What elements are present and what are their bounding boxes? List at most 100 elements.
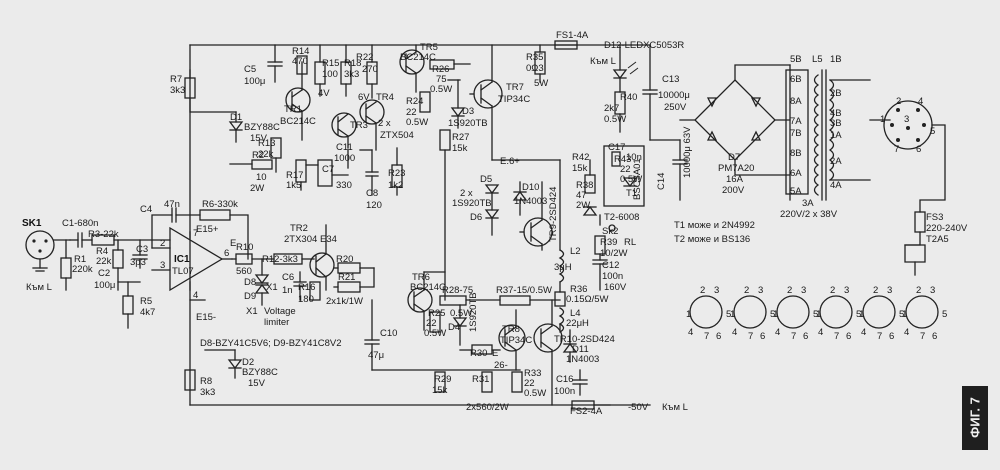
r13-r2-r17-c7 — [229, 137, 349, 191]
label-e15-minus: E15- — [196, 312, 216, 323]
r37-tr8-stage — [498, 295, 561, 371]
label-d2-voltage: 15V — [248, 378, 266, 389]
din-pin-label: 7 — [920, 331, 925, 342]
din-pin-label: 1 — [686, 309, 691, 320]
label-r33: R33 — [524, 368, 541, 379]
label-e26: E — [492, 348, 498, 359]
din-pin-label: 4 — [732, 327, 737, 338]
label-tap-3a: 3A — [802, 198, 814, 209]
label-t2-note: T2 може и BS136 — [674, 234, 750, 245]
tr7-power — [469, 44, 503, 161]
label-r40-value: 2k7 — [604, 103, 619, 114]
label-r27-value: 15k — [452, 143, 468, 154]
din-pin-label: 6 — [932, 331, 937, 342]
label-c10-value: 47μ — [368, 350, 384, 361]
label-r2: R2 — [252, 150, 264, 161]
label-tap-6a: 6A — [790, 168, 802, 179]
label-sk2: Sk2 — [602, 226, 618, 237]
input-jack-sk1 — [25, 230, 71, 272]
figure-tag-text: ФИГ. 7 — [967, 397, 983, 438]
label-c11: C11 — [336, 142, 353, 153]
label-d5: D5 — [480, 174, 492, 185]
label-r24-watt: 0.5W — [406, 117, 428, 128]
din-pin-label: 4 — [775, 327, 780, 338]
label-c12-voltage: 160V — [604, 282, 627, 293]
c14-cap — [672, 139, 688, 201]
label-ic-pin6: 6 — [224, 248, 229, 259]
din-pin-label: 2 — [744, 285, 749, 296]
label-tap-1b: 1B — [830, 54, 842, 65]
label-r43-watt: 0.5W — [620, 174, 642, 185]
label-tap-5b: 5B — [790, 54, 802, 65]
label-c10: C10 — [380, 328, 397, 339]
label-d8: D8 — [244, 277, 256, 288]
label-r21: R21 — [338, 272, 355, 283]
label-4v: 4V — [318, 88, 330, 99]
label-r42: R42 — [572, 152, 589, 163]
label-r10-value: 560 — [236, 266, 252, 277]
din-connector-views — [689, 295, 939, 329]
label-tr5-value: BC214C — [400, 52, 436, 63]
r35-fs1 — [534, 40, 578, 83]
label-ic-pin7: 7 — [193, 228, 198, 239]
label-c4: C4 — [140, 204, 152, 215]
label-c13: C13 — [662, 74, 679, 85]
label-c5: C5 — [244, 64, 256, 75]
label-c17-value: 10n — [626, 152, 642, 163]
c13-main-cap — [642, 44, 681, 141]
label-d7-current: 16A — [726, 174, 744, 185]
label-r16-value: 180 — [298, 294, 314, 305]
label-r14-value: 470 — [292, 56, 308, 67]
label-din-pin2: 2 — [896, 96, 901, 107]
label-fs1: FS1-4A — [556, 30, 589, 41]
label-tr7: TR7 — [506, 82, 524, 93]
label-r1-value: 220k — [72, 264, 93, 275]
label-r25: R25 — [428, 308, 445, 319]
l2-output-inductor — [558, 159, 565, 293]
label-tr2: TR2 — [290, 223, 308, 234]
label-r39: R39 — [600, 237, 617, 248]
label-tr1: TR1 — [284, 104, 302, 115]
label-r4-value: 22k — [96, 256, 112, 267]
label-c5-value: 100μ — [244, 76, 265, 87]
thyristor-protect-t1-t2 — [582, 145, 645, 291]
label-tr6-value: BC214C — [410, 282, 446, 293]
din-pin-label: 6 — [716, 331, 721, 342]
din-pin-label: 7 — [704, 331, 709, 342]
label-d2: D2 — [242, 357, 254, 368]
label-r2-value: 10 — [256, 172, 267, 183]
label-voltage: Voltage — [264, 306, 296, 317]
label-fs3-voltage: 220-240V — [926, 223, 968, 234]
label-r10: R10 — [236, 242, 253, 253]
din-pin-label: 2 — [787, 285, 792, 296]
label-r26-value: 75 — [436, 74, 447, 85]
label-e: E — [230, 238, 236, 249]
label-d56-count: 2 x — [460, 188, 473, 199]
din-pin-label: 7 — [834, 331, 839, 342]
label-r22: R22 — [356, 52, 373, 63]
transformer-l5 — [785, 64, 871, 201]
label-tap-4b: 4B — [830, 108, 842, 119]
label-r25-watt: 0.5W — [424, 328, 446, 339]
label-din-pin4: 4 — [918, 96, 923, 107]
label-din-pin3: 3 — [904, 114, 909, 125]
label-r22-value: 270 — [362, 64, 378, 75]
label-r25-value: 22 — [426, 318, 437, 329]
label-d10: D10 — [522, 182, 539, 193]
din-pin-label: 1 — [859, 309, 864, 320]
label-tap-3b: 3B — [830, 118, 842, 129]
label-c2-value: 100μ — [94, 280, 115, 291]
c10-r29-r31-r33-c16 — [364, 299, 611, 410]
din-pin-label: 1 — [902, 309, 907, 320]
label-tap-6b: 6B — [790, 74, 802, 85]
label-t1: T1 — [626, 188, 637, 199]
label-d11: D11 — [572, 344, 589, 355]
label-tap-8a: 8A — [790, 96, 802, 107]
din-pin-label: 2 — [916, 285, 921, 296]
din-pin-label: 1 — [730, 309, 735, 320]
label-r8-value: 3k3 — [200, 387, 215, 398]
label-r5: R5 — [140, 296, 152, 307]
r7-d1-regulator — [184, 69, 244, 143]
din-pin-label: 3 — [714, 285, 719, 296]
